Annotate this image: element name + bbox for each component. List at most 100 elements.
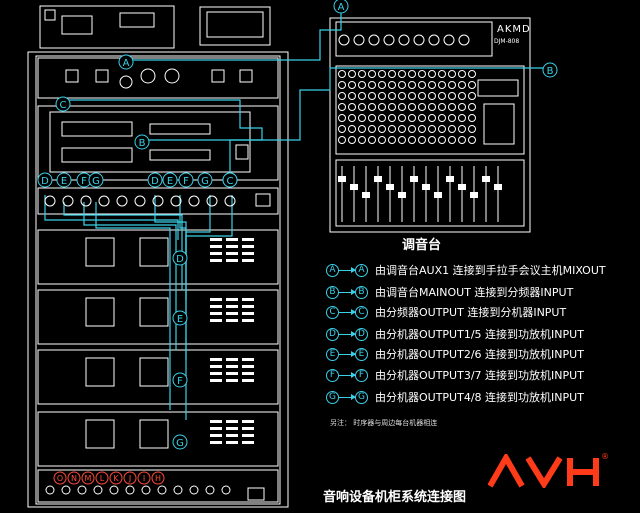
marker-label: C bbox=[60, 100, 67, 111]
legend-marker: A bbox=[355, 263, 368, 277]
jack-icon bbox=[383, 34, 395, 46]
knob-icon bbox=[438, 70, 446, 78]
knob-icon bbox=[358, 136, 366, 144]
jack-icon bbox=[152, 195, 164, 207]
connection-marker bbox=[178, 172, 194, 188]
knob-icon bbox=[348, 114, 356, 122]
marker-label: B bbox=[547, 66, 554, 77]
knob-icon bbox=[408, 92, 416, 100]
jack-icon bbox=[170, 195, 182, 207]
knob-icon bbox=[378, 81, 386, 89]
legend-text: 由调音台MAINOUT 连接到分频器INPUT bbox=[375, 286, 574, 299]
knob-icon bbox=[348, 103, 356, 111]
vent-slat bbox=[226, 434, 238, 437]
knob-icon bbox=[458, 125, 466, 133]
knob-icon bbox=[368, 92, 376, 100]
legend-text: 由分机器OUTPUT2/6 连接到功放机INPUT bbox=[375, 348, 584, 361]
fader-knob bbox=[350, 184, 358, 190]
knob-icon bbox=[398, 92, 406, 100]
outlet-icon bbox=[45, 485, 55, 495]
knob-icon bbox=[368, 136, 376, 144]
knob-icon bbox=[338, 92, 346, 100]
knob-icon bbox=[338, 136, 346, 144]
outlet-icon bbox=[93, 485, 103, 495]
vent-slat bbox=[210, 319, 222, 322]
mixer-model: DJM-808 bbox=[494, 38, 520, 45]
avh-logo bbox=[488, 454, 599, 488]
marker-label: H bbox=[155, 474, 161, 483]
vent-slat bbox=[226, 379, 238, 382]
connection-marker bbox=[172, 250, 188, 266]
mixer-brand: AKMD bbox=[497, 24, 531, 35]
vent-slat bbox=[210, 252, 222, 255]
knob-icon bbox=[468, 103, 476, 111]
connection-marker bbox=[118, 54, 134, 70]
vent-slat bbox=[210, 365, 222, 368]
wire bbox=[125, 4, 342, 62]
knob-icon bbox=[418, 125, 426, 133]
knob-icon bbox=[348, 125, 356, 133]
outlet-icon bbox=[141, 485, 151, 495]
knob-icon bbox=[348, 81, 356, 89]
marker-label: E bbox=[177, 314, 183, 325]
knob-icon bbox=[388, 70, 396, 78]
knob-icon bbox=[338, 70, 346, 78]
knob-icon bbox=[448, 103, 456, 111]
vent-slat bbox=[210, 372, 222, 375]
knob-icon bbox=[428, 81, 436, 89]
knob-icon bbox=[378, 70, 386, 78]
knob-icon bbox=[438, 81, 446, 89]
connection-marker bbox=[147, 172, 163, 188]
knob-icon bbox=[448, 92, 456, 100]
legend-text: 由分机器OUTPUT4/8 连接到功放机INPUT bbox=[375, 391, 584, 404]
marker-label: D bbox=[176, 254, 184, 265]
vent-slat bbox=[210, 312, 222, 315]
knob-icon bbox=[348, 136, 356, 144]
wire bbox=[138, 67, 548, 141]
knob-icon bbox=[418, 70, 426, 78]
fader-knob bbox=[458, 184, 466, 190]
fader-knob bbox=[338, 176, 346, 182]
knob-icon bbox=[468, 92, 476, 100]
knob-icon bbox=[448, 81, 456, 89]
jack-icon bbox=[338, 34, 350, 46]
knob-icon bbox=[358, 81, 366, 89]
marker-label: D bbox=[151, 176, 159, 187]
knob-icon bbox=[338, 81, 346, 89]
vent-slat bbox=[242, 358, 254, 361]
arrow-icon bbox=[339, 308, 356, 315]
fader-knob bbox=[434, 192, 442, 198]
knob-icon bbox=[348, 92, 356, 100]
connection-marker bbox=[172, 372, 188, 388]
connection-marker bbox=[123, 471, 137, 485]
knob-icon bbox=[368, 125, 376, 133]
vent-slat bbox=[226, 259, 238, 262]
knob-icon bbox=[458, 92, 466, 100]
knob-icon bbox=[408, 136, 416, 144]
wire bbox=[44, 195, 179, 240]
legend-marker: C bbox=[326, 305, 339, 319]
knob-icon bbox=[358, 125, 366, 133]
wire bbox=[185, 195, 211, 360]
vent-slat bbox=[226, 358, 238, 361]
outlet-icon bbox=[189, 485, 199, 495]
knob-icon bbox=[388, 136, 396, 144]
vent-slat bbox=[242, 434, 254, 437]
knob-icon bbox=[408, 70, 416, 78]
vent-slat bbox=[242, 420, 254, 423]
outlet-icon bbox=[173, 485, 183, 495]
fader-knob bbox=[494, 184, 502, 190]
arrow-icon bbox=[339, 288, 356, 295]
knob-icon bbox=[468, 114, 476, 122]
outlet-icon bbox=[109, 485, 119, 495]
knob-icon bbox=[438, 136, 446, 144]
outlet-icon bbox=[221, 485, 231, 495]
knob-icon bbox=[468, 125, 476, 133]
fader-knob bbox=[482, 176, 490, 182]
knob-icon bbox=[458, 81, 466, 89]
outlet-icon bbox=[205, 485, 215, 495]
